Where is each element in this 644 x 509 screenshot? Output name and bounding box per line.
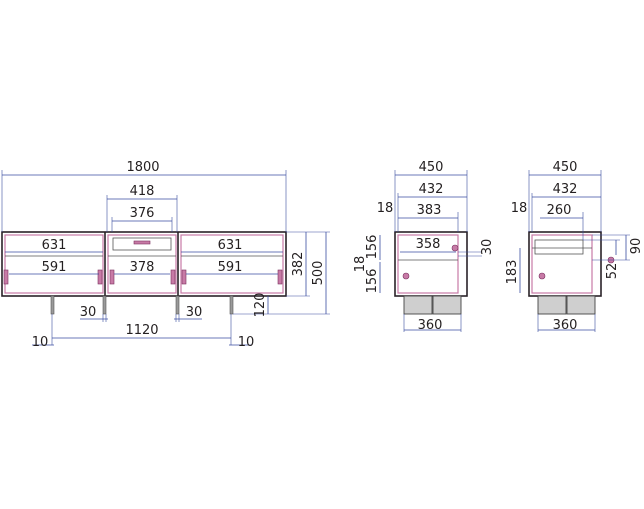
center-right-handle-icon — [170, 269, 176, 285]
front-view: 1800 418 376 631 591 378 631 591 382 500… — [1, 160, 330, 350]
side-a-inner — [397, 234, 459, 294]
dim-left-upper: 631 — [42, 238, 67, 253]
side-a-base-left — [403, 295, 433, 315]
dim-center-outer: 418 — [130, 184, 155, 199]
dim-inner-height: 382 — [291, 252, 306, 277]
left-door-handle-icon — [3, 269, 9, 285]
dim-b-shelf-height: 52 — [605, 263, 620, 280]
dim-b-top-thick: 18 — [511, 201, 528, 216]
dim-b-lower-height: 183 — [505, 260, 520, 285]
dim-right-upper: 631 — [218, 238, 243, 253]
side-b-base-right — [566, 295, 596, 315]
dim-b-shelf-depth: 260 — [547, 203, 572, 218]
front-left-bay — [4, 234, 104, 294]
dim-overall-width: 1800 — [126, 160, 159, 175]
front-right-bay — [180, 234, 284, 294]
dim-a-upper-height: 156 — [365, 235, 380, 260]
side-b-knob-icon — [538, 272, 546, 280]
side-view-b: 450 432 18 260 183 90 52 360 — [505, 160, 644, 333]
dim-left-lower: 591 — [42, 260, 67, 275]
dim-a-top-thick: 18 — [377, 201, 394, 216]
side-a-knob-icon — [402, 272, 410, 280]
dim-center-lower: 378 — [130, 260, 155, 275]
side-a-hinge-icon — [451, 244, 459, 252]
dim-leg-dia-left: 10 — [32, 335, 49, 350]
dim-b-depth-inner: 432 — [553, 182, 578, 197]
dim-leg-height: 120 — [253, 293, 268, 318]
dim-overall-height: 500 — [311, 261, 326, 286]
front-center-drawer — [112, 237, 172, 251]
front-leg-4 — [229, 295, 234, 315]
right-inner-handle-icon — [181, 269, 187, 285]
side-a-base-right — [432, 295, 462, 315]
dim-b-base-depth: 360 — [553, 318, 578, 333]
front-leg-2 — [102, 295, 107, 315]
front-cabinet-body — [1, 231, 287, 297]
right-door-handle-icon — [277, 269, 283, 285]
left-inner-handle-icon — [97, 269, 103, 285]
front-center-bay — [107, 234, 177, 294]
dim-a-base-depth: 360 — [418, 318, 443, 333]
dim-a-lower-height: 156 — [365, 269, 380, 294]
front-leg-3 — [175, 295, 180, 315]
dim-center-inner: 376 — [130, 206, 155, 221]
side-b-base-left — [537, 295, 567, 315]
drawer-pull-icon — [133, 240, 151, 245]
side-b-body — [528, 231, 602, 297]
dim-a-depth-inner: 432 — [419, 182, 444, 197]
dim-a-depth-overall: 450 — [419, 160, 444, 175]
dim-leg-inset-left: 30 — [80, 305, 97, 320]
dim-a-mid-gap: 18 — [353, 256, 368, 273]
side-view-a: 450 432 18 383 156 18 156 358 30 360 — [353, 160, 495, 333]
dim-a-drawer-gap: 30 — [480, 239, 495, 256]
side-b-inner — [531, 234, 593, 294]
side-b-drawer — [534, 239, 584, 255]
dim-b-opening-height: 90 — [629, 238, 644, 255]
dim-b-depth-overall: 450 — [553, 160, 578, 175]
dim-right-lower: 591 — [218, 260, 243, 275]
center-left-handle-icon — [109, 269, 115, 285]
dim-a-drawer-depth: 358 — [416, 237, 441, 252]
dim-leg-dia-right: 10 — [238, 335, 255, 350]
dim-leg-span: 1120 — [125, 323, 158, 338]
dim-a-shelf-depth: 383 — [417, 203, 442, 218]
dim-leg-inset-right: 30 — [186, 305, 203, 320]
front-leg-1 — [50, 295, 55, 315]
